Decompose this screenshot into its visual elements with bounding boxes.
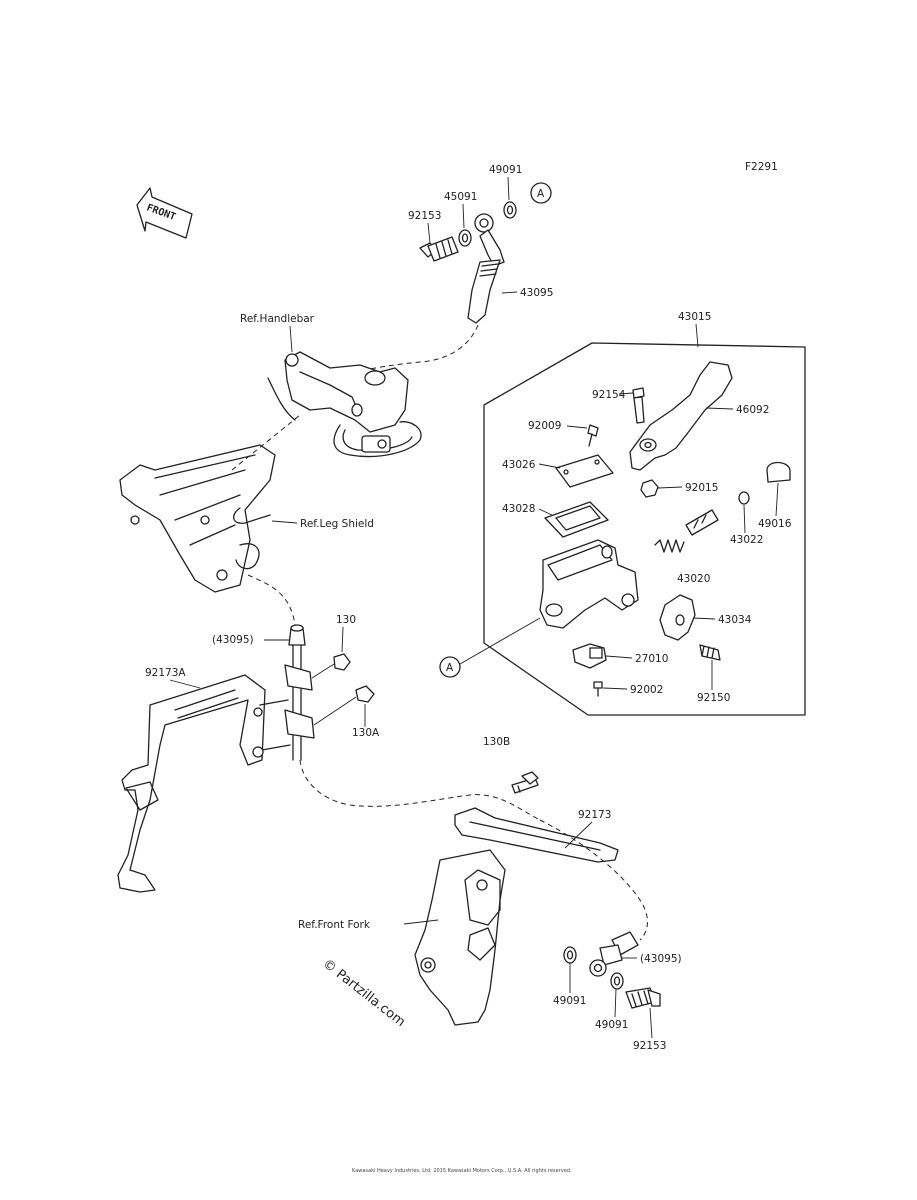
copyright-text: Kawasaki Heavy Industries, Ltd. 2015 Kaw… <box>352 1168 572 1174</box>
label-43095-top: 43095 <box>520 287 553 299</box>
label-130B: 130B <box>483 736 510 748</box>
label-92009: 92009 <box>528 420 561 432</box>
callout-a-top <box>530 182 552 204</box>
front-arrow-icon: FRONT <box>136 187 193 239</box>
label-43022: 43022 <box>730 534 763 546</box>
lower-bracket <box>454 771 619 863</box>
brake-hose-middle <box>247 574 541 821</box>
stand-bracket <box>117 674 291 893</box>
label-130A: 130A <box>352 727 380 739</box>
label-43015: 43015 <box>678 311 711 323</box>
brake-hose-top <box>364 201 517 371</box>
label-130: 130 <box>336 614 356 626</box>
label-43026: 43026 <box>502 459 536 471</box>
label-92153-bot: 92153 <box>633 1040 666 1052</box>
callout-a-bottom-label: A <box>446 662 454 674</box>
front-fork-ref <box>414 849 506 1026</box>
label-49091-top: 49091 <box>489 164 522 176</box>
label-46092: 46092 <box>736 404 769 416</box>
label-43020: 43020 <box>677 573 710 585</box>
master-cylinder-frame <box>483 342 806 716</box>
label-ref-leg-shield: Ref.Leg Shield <box>300 518 374 530</box>
label-27010: 27010 <box>635 653 668 665</box>
label-49091-bl: 49091 <box>553 995 586 1007</box>
label-92154: 92154 <box>592 389 626 401</box>
label-92150: 92150 <box>697 692 730 704</box>
diagram-code: F2291 <box>745 161 778 173</box>
label-49091-br: 49091 <box>595 1019 628 1031</box>
label-49016: 49016 <box>758 518 792 530</box>
label-92153-top: 92153 <box>408 210 441 222</box>
handlebar-ref <box>267 351 422 458</box>
label-43095-mid: (43095) <box>212 634 254 646</box>
callout-a-bottom <box>439 656 461 678</box>
label-92173: 92173 <box>578 809 611 821</box>
label-92002: 92002 <box>630 684 663 696</box>
label-ref-handlebar: Ref.Handlebar <box>240 313 315 325</box>
label-92015: 92015 <box>685 482 718 494</box>
label-45091: 45091 <box>444 191 477 203</box>
label-ref-front-fork: Ref.Front Fork <box>298 919 371 931</box>
master-cylinder-parts <box>539 361 791 697</box>
label-43034: 43034 <box>718 614 752 626</box>
label-92173A: 92173A <box>145 667 186 679</box>
leg-shield-ref <box>119 444 276 593</box>
callout-a-top-label: A <box>537 188 545 200</box>
watermark: © Partzilla.com <box>320 956 408 1030</box>
label-43095-bot: (43095) <box>640 953 682 965</box>
brake-hose-bottom <box>539 819 661 1009</box>
label-43028: 43028 <box>502 503 535 515</box>
